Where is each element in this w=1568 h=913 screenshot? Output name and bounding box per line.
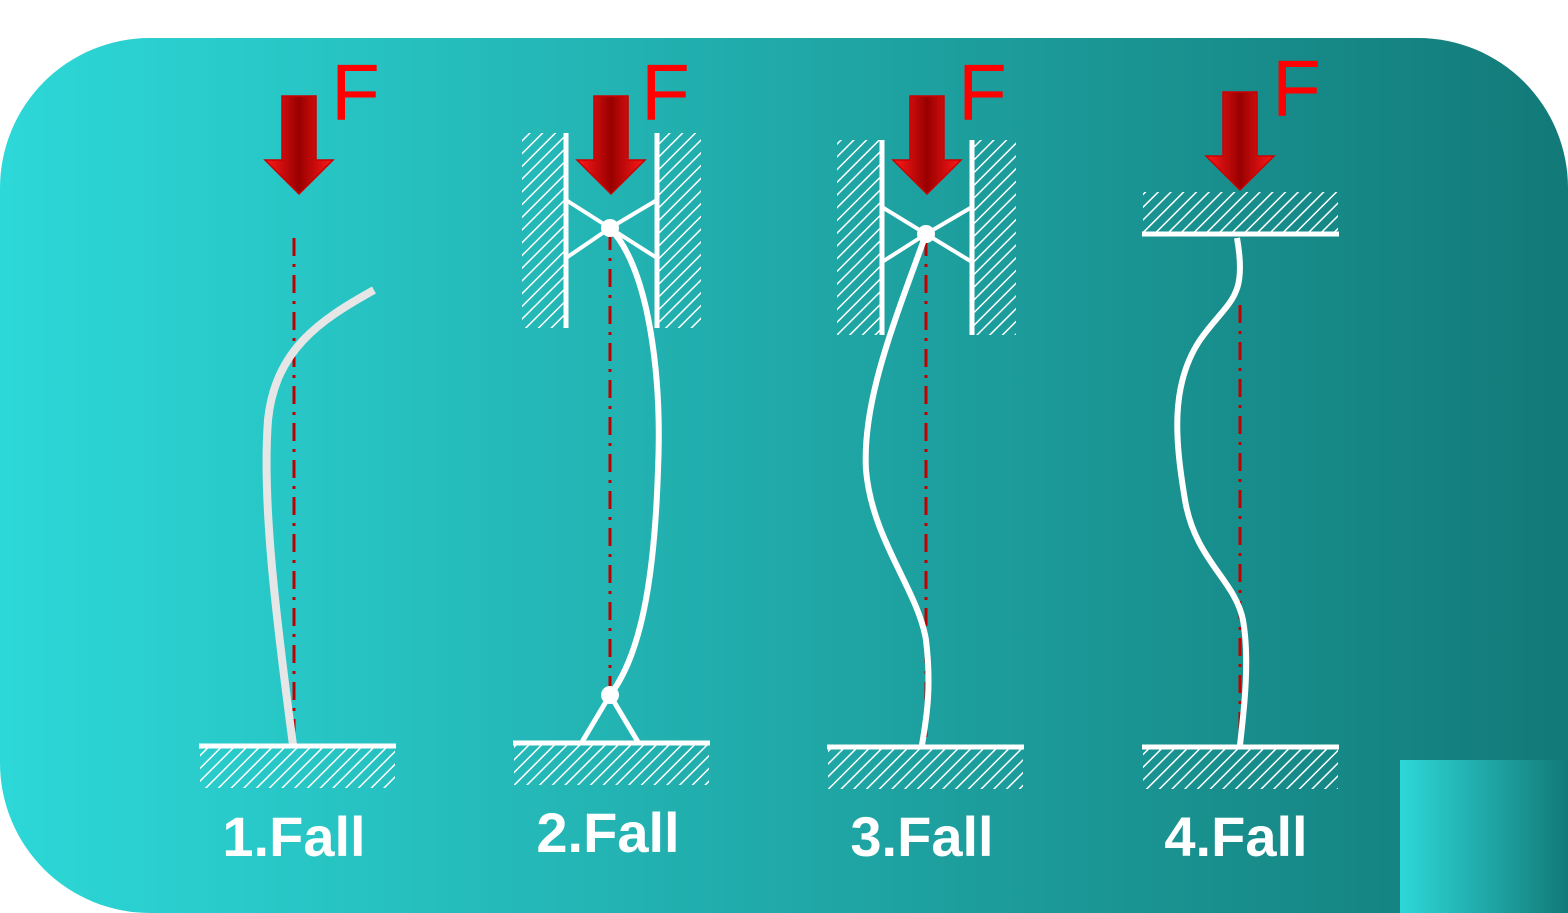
pin-top-3 — [917, 225, 935, 243]
case-2: F 2.Fall — [513, 48, 710, 864]
column-3 — [862, 232, 932, 746]
case-label-3: 3.Fall — [850, 805, 993, 868]
column-2 — [607, 225, 662, 697]
pin-support-2 — [579, 693, 641, 744]
force-arrow-2 — [575, 95, 647, 196]
force-arrow-1 — [263, 95, 335, 196]
pin-top-2 — [601, 219, 619, 237]
panel-background — [0, 38, 1568, 913]
ground-support-2 — [514, 745, 709, 785]
case-label-1: 1.Fall — [222, 805, 365, 868]
case-label-2: 2.Fall — [536, 801, 679, 864]
case-1: F 1.Fall — [199, 48, 396, 868]
case-4: F 4.Fall — [1142, 44, 1339, 868]
column-1 — [262, 286, 376, 746]
force-label-1: F — [331, 48, 380, 137]
top-clamp-4 — [1143, 192, 1338, 232]
case-3: F 3.Fall — [827, 48, 1024, 868]
force-label-2: F — [641, 48, 690, 137]
guide-wall-right-2 — [659, 133, 701, 328]
column-4 — [1174, 237, 1250, 746]
guide-wall-left-3 — [837, 140, 880, 335]
force-label-3: F — [958, 48, 1007, 137]
guide-wall-left-2 — [522, 133, 564, 328]
force-arrow-4 — [1204, 91, 1276, 192]
guide-wall-right-3 — [974, 140, 1016, 335]
force-arrow-3 — [891, 95, 963, 196]
force-label-4: F — [1272, 44, 1321, 133]
ground-support-4 — [1143, 749, 1338, 789]
case-label-4: 4.Fall — [1164, 805, 1307, 868]
ground-support-3 — [828, 749, 1023, 789]
ground-support-1 — [200, 748, 395, 788]
